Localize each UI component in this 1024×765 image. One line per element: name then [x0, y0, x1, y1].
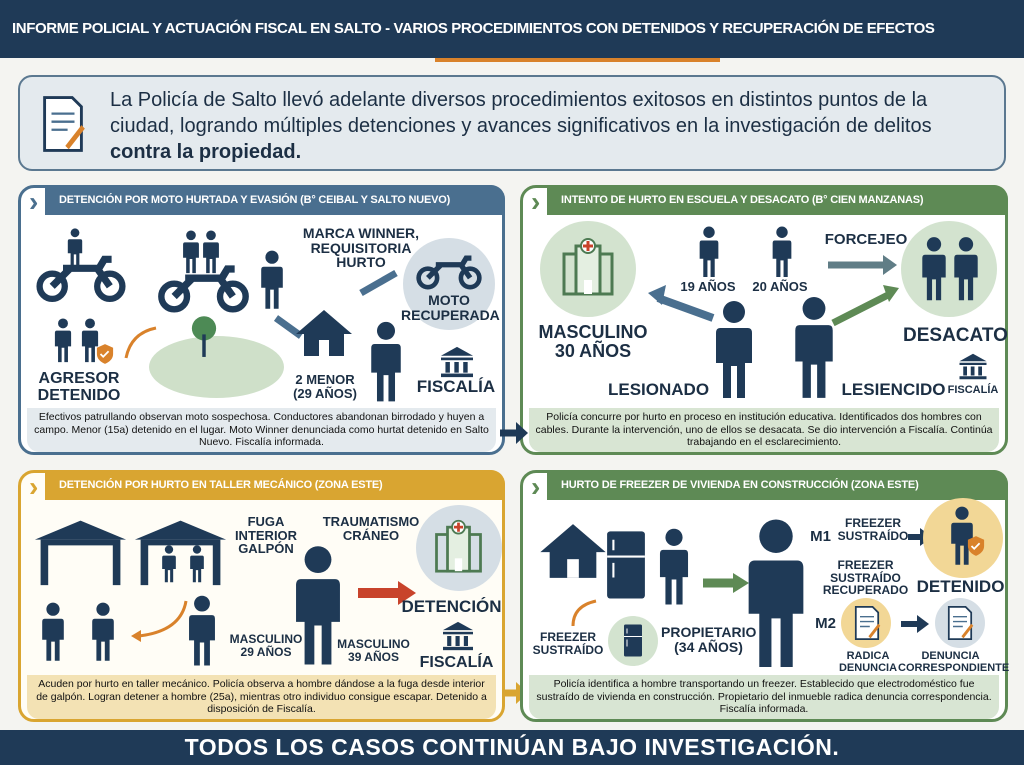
green-arrow-icon: [703, 573, 749, 593]
label-marca-winner: MARCA WINNER, REQUISITORIA HURTO: [302, 225, 420, 271]
person-icon: [921, 236, 947, 302]
fleeing-person-icon: [186, 595, 218, 667]
courthouse-icon: [958, 353, 988, 380]
label-detencion: DETENCIÓN: [401, 597, 502, 616]
freezer-icon: [605, 525, 647, 607]
running-person-icon: [189, 545, 205, 583]
walking-person-icon: [91, 601, 115, 663]
rider-icon: [201, 230, 221, 274]
chevron-icon: ›: [531, 186, 541, 217]
house-icon: [538, 521, 608, 581]
panel-moto-hurtada: › DETENCIÓN POR MOTO HURTADA Y EVASIÓN (…: [18, 185, 505, 455]
intro-bold: contra la propiedad.: [110, 141, 302, 163]
intro-box: La Policía de Salto llevó adelante diver…: [18, 75, 1006, 171]
panel-hurto-freezer: › HURTO DE FREEZER DE VIVIENDA EN CONSTR…: [520, 470, 1010, 722]
walking-person-icon: [41, 601, 65, 663]
panel-header: INTENTO DE HURTO EN ESCUELA Y DESACATO (…: [547, 185, 1008, 215]
motorcycle-icon: [416, 250, 482, 290]
red-arrow-icon: [358, 581, 416, 605]
panel-header: DETENCIÓN POR MOTO HURTADA Y EVASIÓN (B°…: [45, 185, 505, 215]
label-20-anos: 20 AÑOS: [752, 279, 808, 294]
courthouse-icon: [441, 621, 475, 651]
freezer-icon: [623, 623, 643, 659]
panel-description: Efectivos patrullando observan moto sosp…: [27, 408, 496, 452]
panel-header: HURTO DE FREEZER DE VIVIENDA EN CONSTRUC…: [547, 470, 1008, 500]
label-m1: M1: [810, 528, 831, 545]
label-19-anos: 19 AÑOS: [680, 279, 736, 294]
label-detenido: DETENIDO: [916, 577, 1005, 596]
label-freezer-sustraido: FREEZER SUSTRAÍDO: [837, 516, 909, 543]
curved-arrow-icon: [131, 600, 188, 642]
panel-header: DETENCIÓN POR HURTO EN TALLER MECÁNICO (…: [45, 470, 505, 500]
label-lesiencido: LESIENCIDO: [841, 380, 946, 399]
tree-icon: [191, 313, 217, 361]
label-fiscalia: FISCALÍA: [947, 384, 999, 396]
flow-arrows-icon: [273, 269, 398, 339]
police-rider-icon: [66, 228, 84, 268]
document-sign-icon: [853, 605, 881, 641]
arrow-left-icon: [648, 285, 715, 322]
label-freezer-recuperado: FREEZER SUSTRAÍDO RECUPERADO: [822, 558, 909, 598]
label-fiscalia: FISCALÍA: [416, 377, 496, 396]
label-radica-denuncia: RADICA DENUNCIA: [838, 650, 898, 674]
title-accent-line: [435, 58, 720, 62]
person-icon: [49, 318, 77, 363]
label-fuga-interior: FUGA INTERIOR GALPÓN: [234, 514, 298, 557]
arrow-right-icon: [901, 615, 929, 633]
label-propietario: PROPIETARIO (34 AÑOS): [661, 624, 757, 655]
person-icon: [369, 321, 403, 403]
panel-description: Policía identifica a hombre transportand…: [529, 675, 999, 719]
title-bar: INFORME POLICIAL Y ACTUACIÓN FISCAL EN S…: [0, 0, 1024, 58]
rider-icon: [181, 230, 201, 274]
connector-arrow-icon: [500, 422, 528, 444]
chevron-icon: ›: [531, 471, 541, 502]
arrows-to-desacato-icon: [828, 255, 899, 327]
label-masculino-30: MASCULINO 30 AÑOS: [538, 322, 648, 361]
person-carrying-icon: [658, 528, 690, 606]
police-officer-icon: [953, 236, 979, 302]
label-moto-recuperada: MOTO RECUPERADA: [401, 292, 500, 323]
label-m2: M2: [815, 615, 836, 632]
injured-person-icon: [713, 300, 755, 400]
label-desacato: DESACATO: [903, 325, 1008, 346]
courthouse-icon: [439, 346, 475, 378]
label-agresor-detenido: AGRESOR DETENIDO: [37, 370, 121, 404]
label-masculino-39: MASCULINO 39 AÑOS: [337, 637, 410, 664]
footer-banner: TODOS LOS CASOS CONTINÚAN BAJO INVESTIGA…: [0, 730, 1024, 765]
chevron-icon: ›: [29, 186, 39, 217]
person-icon: [161, 545, 177, 583]
document-certificate-icon: [40, 95, 86, 153]
panel-description: Policía concurre por hurto en proceso en…: [529, 408, 999, 452]
shield-check-icon: [96, 343, 114, 365]
panel-taller-mecanico: › DETENCIÓN POR HURTO EN TALLER MECÁNICO…: [18, 470, 505, 722]
document-icon: [946, 605, 974, 641]
curved-arrow-icon: [124, 326, 157, 359]
label-masculino-29: MASCULINO 29 AÑOS: [229, 632, 303, 659]
label-traumatismo: TRAUMATISMO CRÁNEO: [322, 514, 420, 543]
label-fiscalia: FISCALÍA: [419, 654, 494, 671]
label-forcejeo: FORCEJEO: [824, 231, 908, 248]
person-with-cables-icon: [698, 226, 720, 278]
label-menor: 2 MENOR (29 AÑOS): [293, 372, 357, 401]
garage-icon: [33, 518, 128, 586]
intro-text: La Policía de Salto llevó adelante diver…: [110, 89, 932, 163]
house-icon: [293, 308, 355, 358]
label-denuncia-correspondiente: DENUNCIA CORRESPONDIENTE: [898, 650, 1010, 674]
page-title: INFORME POLICIAL Y ACTUACIÓN FISCAL EN S…: [12, 20, 935, 37]
garage-running-icon: [133, 518, 228, 586]
hospital-icon: [558, 236, 618, 296]
person-with-cables-icon: [771, 226, 793, 278]
hospital-icon: [431, 518, 486, 573]
field-area: [149, 336, 284, 398]
label-freezer-sustraido-2: FREEZER SUSTRAÍDO: [532, 630, 604, 657]
panel-description: Acuden por hurto en taller mecánico. Pol…: [27, 675, 496, 719]
label-lesionado: LESIONADO: [608, 380, 710, 399]
desacato-circle: [901, 221, 997, 317]
shield-check-icon: [967, 535, 985, 557]
panel-escuela-desacato: › INTENTO DE HURTO EN ESCUELA Y DESACATO…: [520, 185, 1008, 455]
curved-arrow-icon: [571, 599, 597, 627]
chevron-icon: ›: [29, 471, 39, 502]
